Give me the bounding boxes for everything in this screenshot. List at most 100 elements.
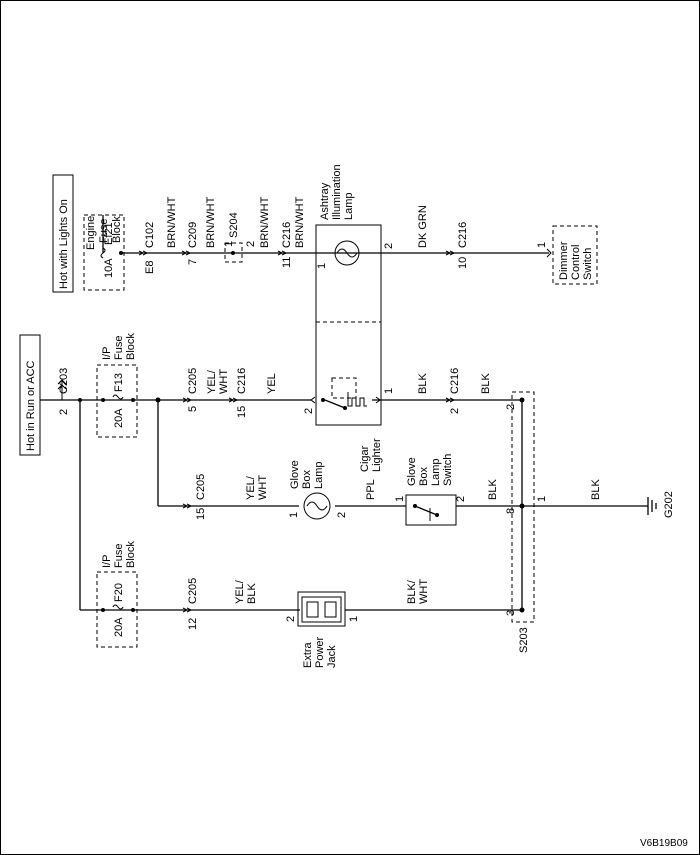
wire-blk-label-4: BLK: [590, 479, 602, 500]
c216-f13-label: C216: [236, 368, 248, 394]
c216-top-label: C216: [281, 222, 293, 248]
ashtray-pin2: 2: [383, 243, 395, 249]
power-jack-label-3: Jack: [326, 645, 338, 668]
wire-brn-wht-label-2: BRN/WHT: [205, 196, 217, 248]
s204-label: S204: [228, 212, 240, 238]
cigar-pin2: 2: [303, 408, 315, 414]
ip-fuse-block-f13-label-1: I/P: [101, 347, 113, 360]
ip-fuse-block-f20-label-2: Fuse: [113, 544, 125, 568]
wire-blk-wht-label-2: WHT: [418, 579, 430, 604]
s204-splice: [231, 251, 235, 255]
ground-icon: [647, 497, 657, 515]
ip-fuse-block-f13-label-3: Block: [125, 333, 137, 360]
glove-lamp-label-1: Glove: [289, 460, 301, 489]
cigar-pin1: 1: [383, 388, 395, 394]
glove-lamp-pin1: 1: [288, 512, 300, 518]
c216-top-connector: [277, 250, 284, 256]
power-jack-label-2: Power: [314, 636, 326, 668]
dimmer-switch-label-3: Switch: [582, 248, 594, 280]
fuse-f13-icon: [112, 394, 124, 400]
engine-fuse-block: [83, 214, 125, 291]
c209-connector: [181, 250, 188, 256]
ip-fuse-block-f20-label-3: Block: [125, 541, 137, 568]
c205-f20-pin: 12: [187, 618, 199, 630]
f13-rating: 20A: [113, 408, 125, 428]
wire-yel-wht-label-a1: YEL/: [206, 369, 218, 394]
lights-on-label: Hot with Lights On: [58, 199, 70, 289]
c209-label: C209: [187, 222, 199, 248]
f13-name: F13: [113, 373, 125, 392]
glove-box-lamp-bulb-icon: [303, 492, 331, 520]
c205-glove-connector: [182, 503, 189, 509]
engine-fuse-block-label-1: Engine: [85, 216, 97, 250]
cigar-lighter-element-icon: [347, 392, 367, 407]
glove-box-switch-icon: [414, 505, 438, 516]
glove-switch-pin1: 1: [394, 496, 406, 502]
wire-brn-wht-label-3: BRN/WHT: [259, 196, 271, 248]
glove-lamp-pin2: 2: [336, 512, 348, 518]
c203-pin: 2: [58, 409, 70, 415]
c216-dkgrn-pin: 10: [457, 257, 469, 269]
c216-dkgrn-label: C216: [457, 222, 469, 248]
power-jack-outer: [297, 591, 346, 627]
engine-fuse-block-label-2: Fuse: [98, 219, 110, 243]
glove-switch-pin2: 2: [455, 496, 467, 502]
glove-switch-label-1: Glove: [406, 457, 418, 486]
ip-fuse-block-f20-label-1: I/P: [101, 555, 113, 568]
c203-label: C203: [58, 368, 70, 394]
ashtray-lighter-housing: [315, 224, 382, 426]
ip-fuse-block-f13-label-2: Fuse: [113, 336, 125, 360]
c205-f20-label: C205: [187, 578, 199, 604]
ashtray-lamp-label-3: Lamp: [343, 192, 355, 220]
c216-dkgrn-connector: [445, 250, 452, 256]
wire-yel-wht-label-b2: WHT: [257, 475, 269, 500]
wire-brn-wht-label-1: BRN/WHT: [166, 196, 178, 248]
c216-blk-pin: 2: [449, 408, 461, 414]
glove-switch-label-4: Switch: [442, 454, 454, 486]
cigar-lighter-label-1: Cigar: [359, 445, 371, 472]
f20-rating: 20A: [113, 617, 125, 637]
run-acc-label: Hot in Run or ACC: [25, 360, 37, 451]
c102-label: C102: [144, 222, 156, 248]
power-jack-label-1: Extra: [302, 641, 314, 668]
wire-brn-wht-label-4: BRN/WHT: [294, 196, 306, 248]
wire-blk-label-3: BLK: [487, 479, 499, 500]
glove-lamp-label-3: Lamp: [313, 461, 325, 489]
power-jack-socket-icon: [306, 601, 319, 618]
dimmer-switch-label-1: Dimmer: [558, 241, 570, 280]
ashtray-lamp-label-1: Ashtray: [319, 182, 331, 220]
c216-top-pin: 11: [281, 257, 293, 268]
cigar-lighter-element-box: [331, 377, 357, 399]
glove-switch-label-3: Lamp: [430, 458, 442, 486]
s204-pin1: 1: [223, 241, 235, 247]
ashtray-pin1: 1: [316, 263, 328, 269]
g202-label: G202: [663, 491, 675, 518]
wire-yel-blk-label-2: BLK: [246, 583, 258, 604]
diagram-code: V6B19B09: [640, 838, 688, 849]
c216-f13-connector: [228, 397, 235, 403]
glove-switch-label-2: Box: [418, 467, 430, 486]
c205-f13-connector: [182, 397, 189, 403]
c102-connector: [138, 250, 145, 256]
ashtray-lamp-label-2: Illumination: [331, 164, 343, 220]
jack-pin1: 1: [348, 616, 360, 622]
dimmer-switch-box: [552, 225, 598, 285]
s204-pin2: 2: [245, 241, 257, 247]
ef21-name: Ef21: [103, 222, 115, 245]
c102-pin: E8: [144, 261, 156, 274]
run-acc-label-box: [19, 334, 41, 456]
c205-glove-pin: 15: [195, 508, 207, 520]
wire-yel-blk-label-1: YEL/: [234, 579, 246, 604]
glove-box-switch-box: [405, 494, 457, 526]
s203-pin-1: 1: [536, 496, 548, 502]
s204-splice-box: [224, 242, 243, 263]
s203-splice-box: [511, 391, 535, 623]
junction-glove-branch: [155, 397, 161, 403]
c205-glove-label: C205: [195, 474, 207, 500]
dimmer-pin: 1: [536, 242, 548, 248]
wire-yel-wht-label-a2: WHT: [218, 369, 230, 394]
wire-blk-wht-label-1: BLK/: [406, 579, 418, 604]
cigar-lighter-switch-icon: [324, 399, 346, 409]
fuse-ef21-icon: [100, 247, 106, 259]
